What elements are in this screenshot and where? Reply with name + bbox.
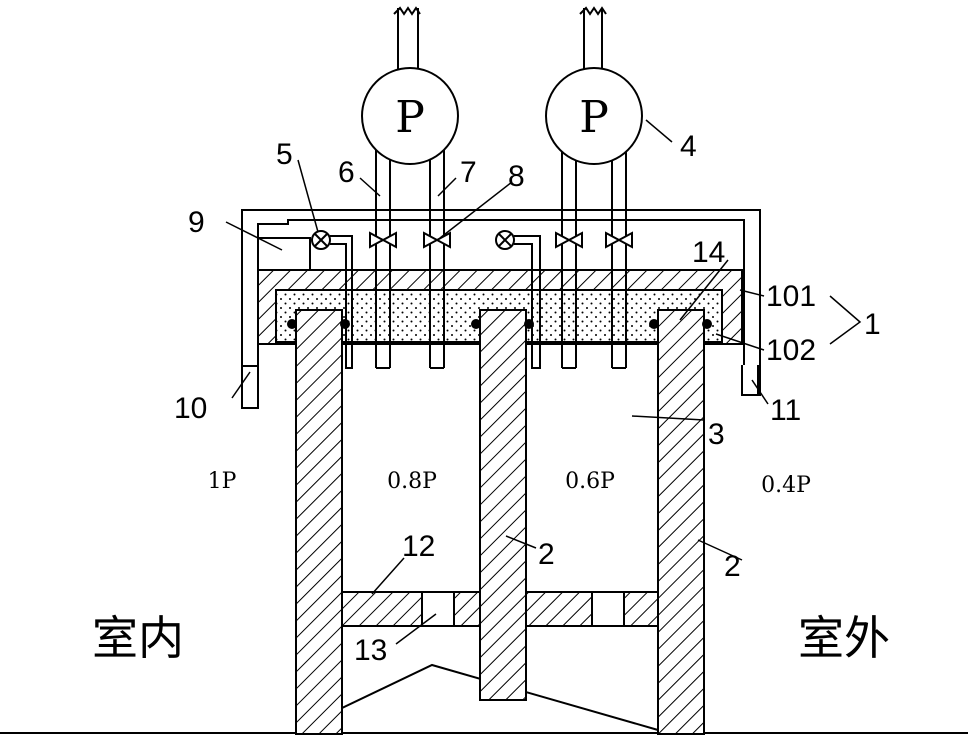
- callout-1: 1: [864, 308, 881, 341]
- callout-2-right: 2: [724, 550, 741, 583]
- pressure-room-1: 0.8P: [387, 469, 437, 494]
- label-indoor: 室内: [92, 611, 184, 665]
- callout-4: 4: [680, 130, 697, 163]
- sensor-valve-1: [312, 231, 330, 249]
- gate-valve-4: [606, 233, 632, 247]
- callout-13: 13: [354, 634, 387, 667]
- callout-3: 3: [708, 418, 725, 451]
- vent-pipe-11: [742, 365, 758, 395]
- gate-valve-3: [556, 233, 582, 247]
- walls: [296, 310, 704, 734]
- pump-2-label: P: [579, 92, 609, 143]
- pressure-room-2: 0.6P: [565, 469, 615, 494]
- pump-1-label: P: [395, 92, 425, 143]
- gate-valve-1: [370, 233, 396, 247]
- pressure-outdoor: 0.4P: [761, 473, 811, 498]
- component-9-box: [258, 238, 310, 270]
- sensor-valves: [312, 231, 514, 249]
- callout-10: 10: [174, 392, 207, 425]
- wall-left: [296, 310, 342, 734]
- label-outdoor: 室外: [798, 611, 890, 665]
- callout-7: 7: [460, 156, 477, 189]
- pressure-indoor: 1P: [208, 469, 237, 494]
- callout-5: 5: [276, 138, 293, 171]
- callout-2-middle: 2: [538, 538, 555, 571]
- sensor-valve-2: [496, 231, 514, 249]
- callout-6: 6: [338, 156, 355, 189]
- callout-102: 102: [766, 334, 816, 367]
- callout-101: 101: [766, 280, 816, 313]
- callout-8: 8: [508, 160, 525, 193]
- wall-right: [658, 310, 704, 734]
- callout-14: 14: [692, 236, 725, 269]
- callout-9: 9: [188, 206, 205, 239]
- wall-middle: [480, 310, 526, 700]
- callout-12: 12: [402, 530, 435, 563]
- callout-11: 11: [770, 394, 801, 427]
- gate-valve-2: [424, 233, 450, 247]
